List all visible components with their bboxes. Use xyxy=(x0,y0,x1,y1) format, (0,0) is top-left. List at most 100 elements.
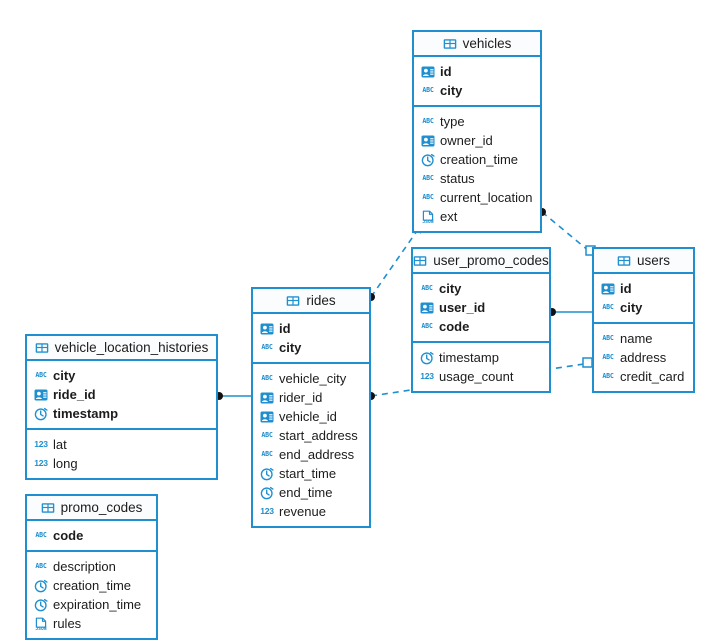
abc-string-icon: ABC xyxy=(602,334,614,343)
column-name: code xyxy=(439,319,470,334)
entity-header-user_promo_codes[interactable]: user_promo_codes xyxy=(413,249,549,274)
column-name: address xyxy=(620,350,667,365)
abc-string-icon: ABC xyxy=(422,174,434,183)
entity-header-users[interactable]: users xyxy=(594,249,693,274)
relationship-rel-vlh-rides[interactable] xyxy=(215,392,251,400)
column-vehicle_id[interactable]: vehicle_id xyxy=(253,407,369,426)
uuid-key-icon xyxy=(260,410,274,424)
entity-title: user_promo_codes xyxy=(433,252,549,268)
column-rider_id[interactable]: rider_id xyxy=(253,388,369,407)
uuid-key-icon xyxy=(421,65,435,79)
column-creation_time[interactable]: creation_time xyxy=(27,576,156,595)
column-name: start_address xyxy=(279,428,358,443)
column-name: creation_time xyxy=(53,578,132,593)
column-name: rider_id xyxy=(279,390,323,405)
table-icon xyxy=(35,341,49,355)
column-name: id xyxy=(279,321,291,336)
pk-column-timestamp[interactable]: timestamp xyxy=(27,404,216,423)
column-end_time[interactable]: end_time xyxy=(253,483,369,502)
abc-string-icon: ABC xyxy=(35,371,47,380)
column-name: end_address xyxy=(279,447,355,462)
pk-column-code[interactable]: ABC code xyxy=(413,317,549,336)
column-name: vehicle_id xyxy=(279,409,337,424)
table-icon xyxy=(443,37,457,51)
pk-column-id[interactable]: id xyxy=(414,62,540,81)
abc-string-icon: ABC xyxy=(261,431,273,440)
column-name: creation_time xyxy=(440,152,519,167)
column-name: status xyxy=(440,171,475,186)
entity-header-promo_codes[interactable]: promo_codes xyxy=(27,496,156,521)
abc-string-icon: ABC xyxy=(421,284,433,293)
column-name: start_time xyxy=(279,466,337,481)
pk-column-city[interactable]: ABC city xyxy=(413,279,549,298)
pk-column-ride_id[interactable]: ride_id xyxy=(27,385,216,404)
pk-column-id[interactable]: id xyxy=(594,279,693,298)
clock-icon xyxy=(260,486,274,500)
123-number-icon: 123 xyxy=(34,439,48,450)
column-name: lat xyxy=(53,437,67,452)
pk-column-id[interactable]: id xyxy=(253,319,369,338)
entity-header-vehicle_location_histories[interactable]: vehicle_location_histories xyxy=(27,336,216,361)
column-current_location[interactable]: ABC current_location xyxy=(414,188,540,207)
entity-header-vehicles[interactable]: vehicles xyxy=(414,32,540,57)
pk-column-user_id[interactable]: user_id xyxy=(413,298,549,317)
column-name: timestamp xyxy=(439,350,499,365)
column-status[interactable]: ABC status xyxy=(414,169,540,188)
abc-string-icon: ABC xyxy=(261,374,273,383)
column-timestamp[interactable]: timestamp xyxy=(413,348,549,367)
table-icon xyxy=(286,294,300,308)
field-section: timestamp 123 usage_count xyxy=(413,343,549,391)
column-creation_time[interactable]: creation_time xyxy=(414,150,540,169)
clock-icon xyxy=(421,153,435,167)
column-name: type xyxy=(440,114,465,129)
abc-string-icon: ABC xyxy=(422,193,434,202)
123-number-icon: 123 xyxy=(34,458,48,469)
123-number-icon: 123 xyxy=(420,371,434,382)
column-owner_id[interactable]: owner_id xyxy=(414,131,540,150)
column-usage_count[interactable]: 123 usage_count xyxy=(413,367,549,386)
column-description[interactable]: ABC description xyxy=(27,557,156,576)
column-type[interactable]: ABC type xyxy=(414,112,540,131)
column-name: city xyxy=(439,281,462,296)
column-name: description xyxy=(53,559,116,574)
relationship-rel-upc-users[interactable] xyxy=(548,308,592,316)
abc-string-icon: ABC xyxy=(422,117,434,126)
column-name: id xyxy=(440,64,452,79)
entity-header-rides[interactable]: rides xyxy=(253,289,369,314)
column-start_address[interactable]: ABC start_address xyxy=(253,426,369,445)
abc-string-icon: ABC xyxy=(35,562,47,571)
relationship-one-endpoint-square xyxy=(582,357,593,368)
column-lat[interactable]: 123 lat xyxy=(27,435,216,454)
column-name: current_location xyxy=(440,190,533,205)
abc-string-icon: ABC xyxy=(602,372,614,381)
abc-string-icon: ABC xyxy=(261,343,273,352)
column-name: usage_count xyxy=(439,369,514,384)
entity-title: vehicle_location_histories xyxy=(54,339,209,355)
abc-string-icon: ABC xyxy=(421,322,433,331)
column-start_time[interactable]: start_time xyxy=(253,464,369,483)
column-expiration_time[interactable]: expiration_time xyxy=(27,595,156,614)
